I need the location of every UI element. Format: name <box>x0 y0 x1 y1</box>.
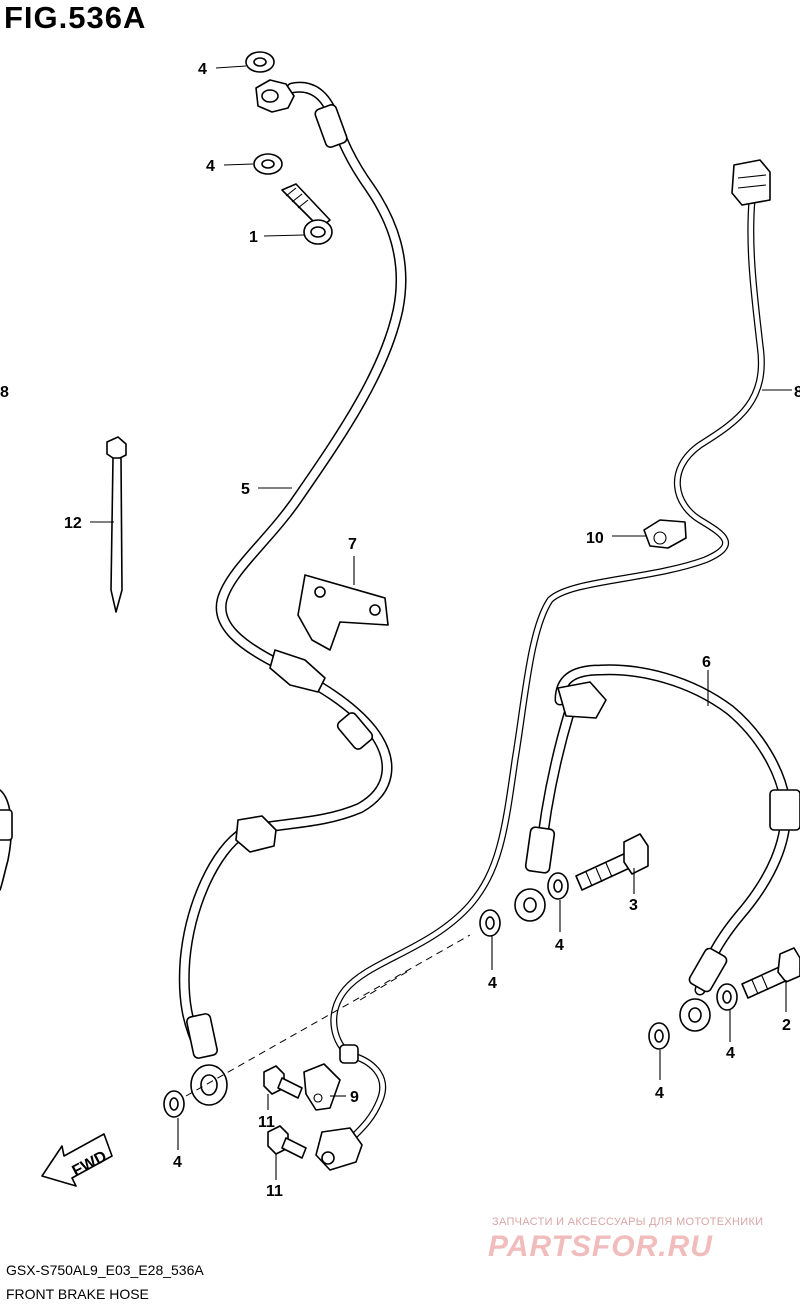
sensor-wire-8 <box>315 159 771 1171</box>
fwd-arrow: FWD <box>41 1133 113 1187</box>
figure-name: FRONT BRAKE HOSE <box>6 1286 149 1302</box>
washer-top-2 <box>253 153 283 175</box>
callout-4-top: 4 <box>198 61 207 78</box>
callout-3: 3 <box>629 897 638 914</box>
callout-8-left-edge: 8 <box>0 384 9 401</box>
ref-line-right <box>359 969 411 1001</box>
callout-4-second: 4 <box>206 158 215 175</box>
callout-2: 2 <box>782 1017 791 1034</box>
bolt-11-upper <box>263 1065 303 1099</box>
union-bolt-3 <box>575 833 649 891</box>
brake-hose-6 <box>514 664 800 1032</box>
washer-mid-a <box>479 909 501 937</box>
washer-right-b <box>648 1022 670 1050</box>
washer-mid-b <box>547 872 569 900</box>
callout-4-mid-left: 4 <box>488 975 497 992</box>
leader-lines <box>90 65 792 1180</box>
partial-fitting-left-edge <box>0 809 13 841</box>
callout-10: 10 <box>586 530 604 547</box>
figure-title: FIG.536A <box>4 0 147 35</box>
wire-clamp-10 <box>643 519 687 549</box>
callout-1: 1 <box>249 229 258 246</box>
callout-5: 5 <box>241 481 250 498</box>
figure-model-code: GSX-S750AL9_E03_E28_536A <box>6 1262 204 1278</box>
callout-9: 9 <box>350 1089 359 1106</box>
callout-4-right-b: 4 <box>655 1085 664 1102</box>
callout-4-bottom-left: 4 <box>173 1154 182 1171</box>
watermark-tagline: ЗАПЧАСТИ И АКСЕССУАРЫ ДЛЯ МОТОТЕХНИКИ <box>492 1216 764 1228</box>
callout-6: 6 <box>702 654 711 671</box>
bolt-11-lower <box>267 1125 307 1159</box>
washer-top-1 <box>245 51 275 73</box>
wire-clamp-9 <box>303 1063 341 1111</box>
callout-12: 12 <box>64 515 82 532</box>
union-bolt-2 <box>741 947 800 999</box>
callout-11-lower: 11 <box>266 1183 283 1200</box>
hose-bracket-7 <box>297 574 389 651</box>
watermark-brand: PARTSFOR.RU <box>488 1230 713 1263</box>
callout-11-upper: 11 <box>258 1114 275 1131</box>
ref-line-left <box>185 934 471 1097</box>
washer-right-a <box>716 983 738 1011</box>
callout-7: 7 <box>348 536 357 553</box>
cable-tie-12 <box>106 436 127 613</box>
washer-left <box>163 1090 185 1118</box>
partial-part-left-edge <box>0 789 13 891</box>
callout-4-mid-right: 4 <box>555 937 564 954</box>
callout-4-right-a: 4 <box>726 1045 735 1062</box>
callout-8-right-edge: 8 <box>794 384 800 401</box>
union-bolt-1 <box>281 183 333 245</box>
brake-hose-5 <box>178 79 407 1106</box>
